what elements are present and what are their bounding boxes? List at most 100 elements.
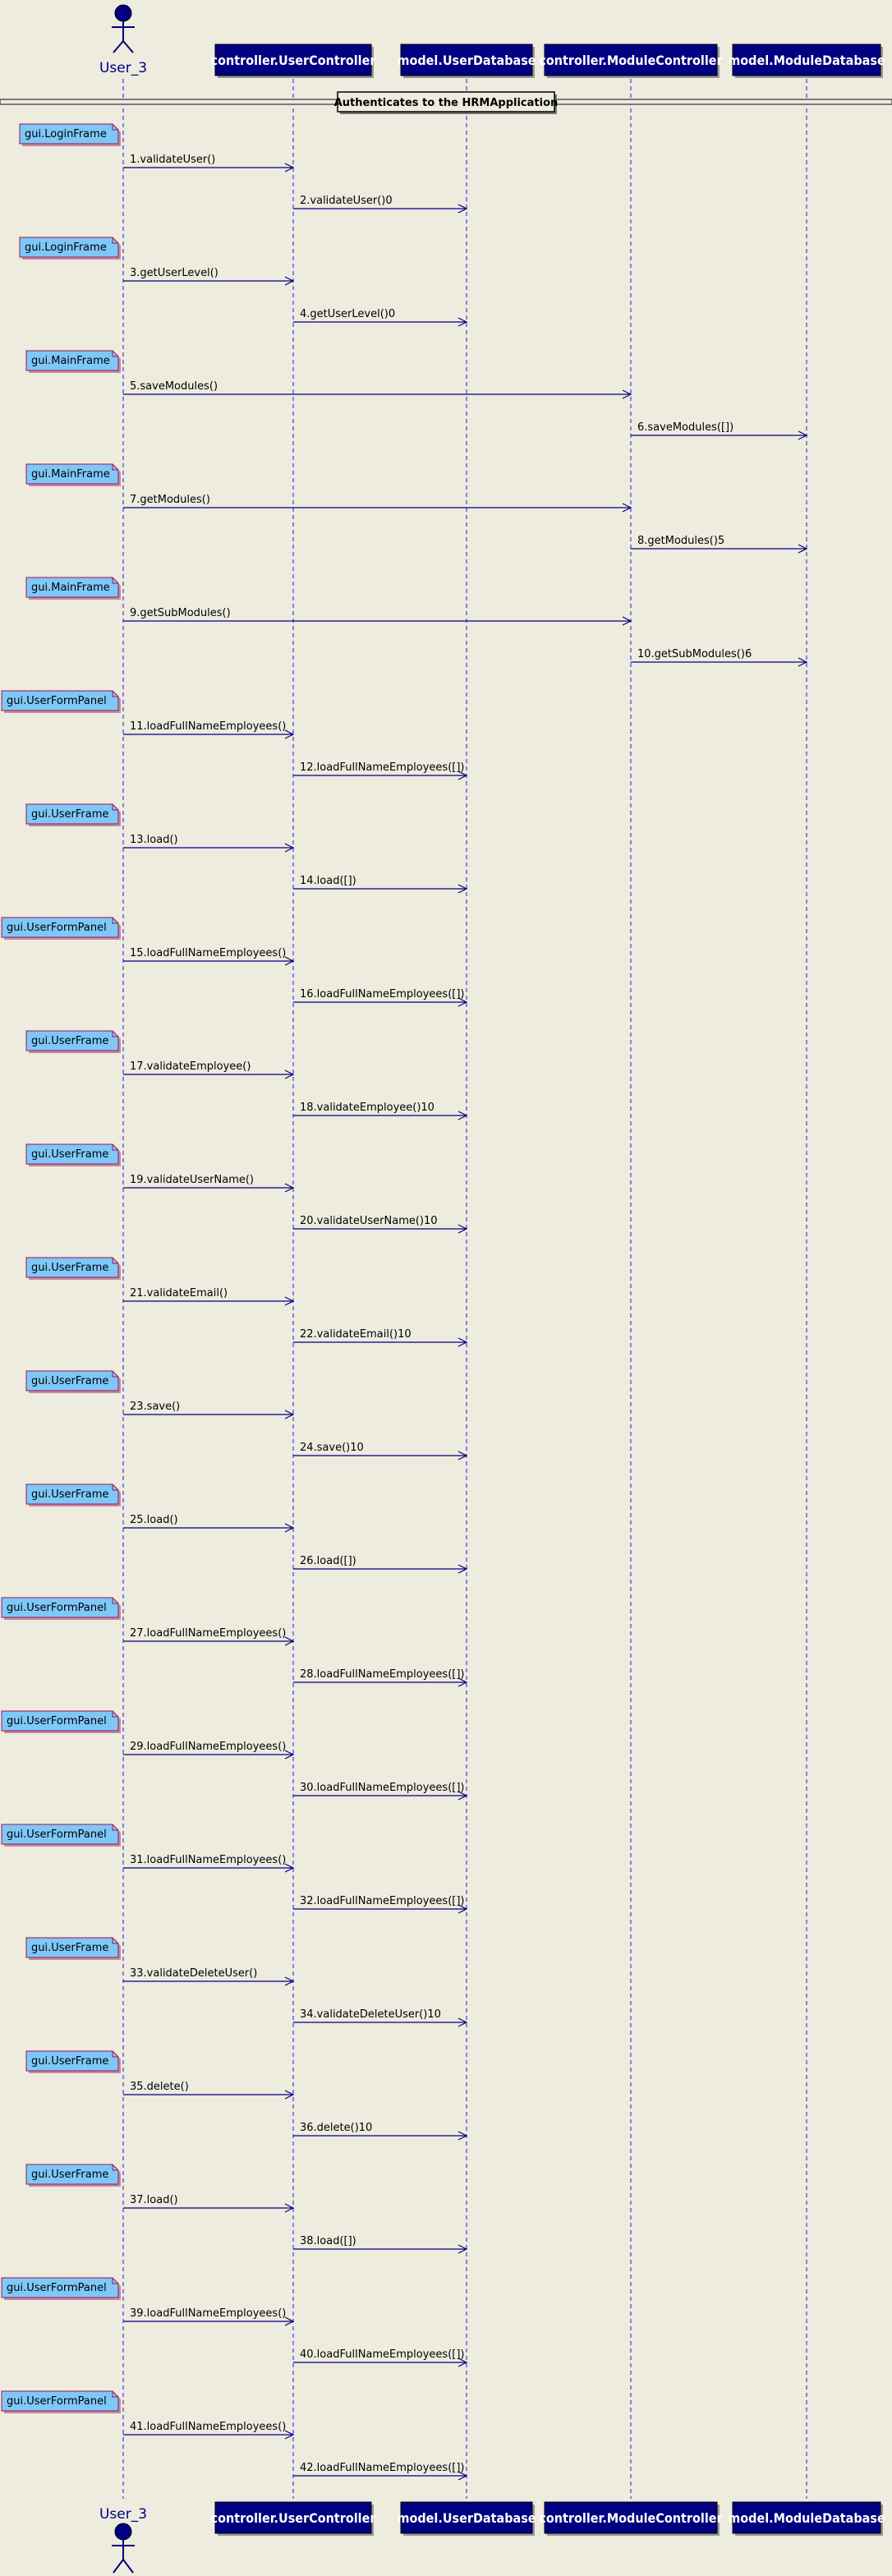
message: 37.load() bbox=[123, 2194, 295, 2213]
arrowhead-icon bbox=[284, 2316, 295, 2326]
message: 5.saveModules() bbox=[123, 380, 632, 399]
note-label: gui.UserFormPanel bbox=[7, 1715, 107, 1727]
message: 15.loadFullNameEmployees() bbox=[123, 947, 295, 966]
message-label: 19.validateUserName() bbox=[130, 1174, 254, 1186]
message: 34.validateDeleteUser()10 bbox=[293, 2008, 468, 2027]
message-label: 26.load([]) bbox=[300, 1555, 356, 1567]
arrowhead-icon bbox=[457, 1337, 468, 1347]
actor-top: User_3 bbox=[99, 4, 147, 76]
message: 14.load([]) bbox=[293, 875, 468, 894]
note: gui.UserFrame bbox=[25, 1370, 121, 1393]
arrowhead-icon bbox=[457, 317, 468, 327]
arrowhead-icon bbox=[457, 1677, 468, 1687]
participant-label: model.ModuleDatabase bbox=[728, 2510, 885, 2526]
note-label: gui.UserFrame bbox=[31, 1375, 108, 1387]
message: 3.getUserLevel() bbox=[123, 267, 295, 286]
note-label: gui.MainFrame bbox=[31, 468, 110, 481]
message: 31.loadFullNameEmployees() bbox=[123, 1854, 295, 1873]
actor-icon bbox=[112, 2523, 135, 2574]
arrowhead-icon bbox=[457, 204, 468, 214]
message: 17.validateEmployee() bbox=[123, 1060, 295, 1079]
arrowhead-icon bbox=[798, 430, 808, 440]
message: 9.getSubModules() bbox=[123, 607, 632, 626]
message: 11.loadFullNameEmployees() bbox=[123, 720, 295, 739]
note-label: gui.MainFrame bbox=[31, 355, 110, 367]
note: gui.MainFrame bbox=[25, 463, 121, 486]
message-label: 42.loadFullNameEmployees([]) bbox=[300, 2462, 464, 2474]
message: 29.loadFullNameEmployees() bbox=[123, 1741, 295, 1760]
message: 7.getModules() bbox=[123, 494, 632, 513]
message-label: 6.saveModules([]) bbox=[637, 421, 733, 434]
message: 19.validateUserName() bbox=[123, 1174, 295, 1193]
note: gui.UserFrame bbox=[25, 1937, 121, 1960]
message: 12.loadFullNameEmployees([]) bbox=[293, 761, 468, 780]
message-label: 14.load([]) bbox=[300, 875, 356, 887]
message-label: 9.getSubModules() bbox=[130, 607, 231, 619]
message: 42.loadFullNameEmployees([]) bbox=[293, 2462, 468, 2481]
note-label: gui.UserFrame bbox=[31, 1262, 108, 1274]
message-label: 18.validateEmployee()10 bbox=[300, 1102, 435, 1114]
message-label: 17.validateEmployee() bbox=[130, 1060, 251, 1073]
note-label: gui.MainFrame bbox=[31, 582, 110, 594]
message-label: 36.delete()10 bbox=[300, 2122, 372, 2134]
divider: Authenticates to the HRMApplication bbox=[0, 91, 892, 114]
actor-icon bbox=[112, 4, 135, 53]
arrowhead-icon bbox=[622, 389, 632, 399]
message-label: 24.save()10 bbox=[300, 1442, 364, 1454]
message-label: 3.getUserLevel() bbox=[130, 267, 218, 279]
message-label: 38.load([]) bbox=[300, 2235, 356, 2247]
message: 26.load([]) bbox=[293, 1555, 468, 1574]
message-label: 33.validateDeleteUser() bbox=[130, 1967, 257, 1980]
arrowhead-icon bbox=[798, 657, 808, 667]
note: gui.UserFrame bbox=[25, 1257, 121, 1280]
note-label: gui.LoginFrame bbox=[25, 128, 107, 140]
note: gui.UserFormPanel bbox=[1, 1597, 121, 1620]
arrowhead-icon bbox=[622, 616, 632, 626]
step: gui.UserFormPanel41.loadFullNameEmployee… bbox=[1, 2390, 468, 2481]
arrowhead-icon bbox=[457, 997, 468, 1007]
participant-label: controller.UserController bbox=[211, 2510, 377, 2526]
message: 30.loadFullNameEmployees([]) bbox=[293, 1782, 468, 1801]
note-label: gui.LoginFrame bbox=[25, 242, 107, 254]
arrowhead-icon bbox=[284, 276, 295, 286]
step: gui.MainFrame7.getModules()8.getModules(… bbox=[25, 463, 808, 554]
message-label: 23.save() bbox=[130, 1401, 180, 1413]
step: gui.UserFormPanel11.loadFullNameEmployee… bbox=[1, 690, 468, 780]
note-label: gui.UserFrame bbox=[31, 1488, 108, 1501]
participant-label: model.UserDatabase bbox=[397, 2510, 536, 2526]
participant-model-moduledatabase-top: model.ModuleDatabase bbox=[728, 44, 885, 78]
message: 10.getSubModules()6 bbox=[631, 648, 808, 667]
step: gui.UserFormPanel15.loadFullNameEmployee… bbox=[1, 917, 468, 1007]
arrowhead-icon bbox=[457, 770, 468, 780]
participant-model-moduledatabase-bottom: model.ModuleDatabase bbox=[728, 2501, 885, 2536]
message-label: 27.loadFullNameEmployees() bbox=[130, 1627, 286, 1640]
note-label: gui.UserFrame bbox=[31, 808, 108, 821]
step: gui.UserFrame 23.save() 24.save()10 bbox=[25, 1370, 468, 1460]
message: 33.validateDeleteUser() bbox=[123, 1967, 295, 1986]
participant-controller-usercontroller-top: controller.UserController bbox=[211, 44, 376, 78]
message: 36.delete()10 bbox=[293, 2122, 468, 2141]
arrowhead-icon bbox=[284, 1750, 295, 1760]
message-label: 31.loadFullNameEmployees() bbox=[130, 1854, 286, 1866]
arrowhead-icon bbox=[457, 2017, 468, 2027]
message-label: 35.delete() bbox=[130, 2081, 189, 2093]
message-label: 20.validateUserName()10 bbox=[300, 1215, 438, 1227]
note-label: gui.UserFrame bbox=[31, 1035, 108, 1047]
message-label: 15.loadFullNameEmployees() bbox=[130, 947, 286, 959]
actor-bottom: User_3 bbox=[99, 2506, 147, 2574]
participant-label: model.ModuleDatabase bbox=[728, 53, 885, 68]
arrowhead-icon bbox=[284, 1863, 295, 1873]
message: 22.validateEmail()10 bbox=[293, 1328, 468, 1347]
step: gui.UserFormPanel 31.loadFullNameEmployee… bbox=[1, 1824, 468, 1914]
message: 25.load() bbox=[123, 1514, 295, 1533]
arrowhead-icon bbox=[284, 2430, 295, 2440]
message: 28.loadFullNameEmployees([]) bbox=[293, 1668, 468, 1687]
arrowhead-icon bbox=[457, 1791, 468, 1801]
message-label: 39.loadFullNameEmployees() bbox=[130, 2307, 286, 2320]
arrowhead-icon bbox=[457, 1111, 468, 1120]
message-label: 12.loadFullNameEmployees([]) bbox=[300, 761, 464, 774]
note-label: gui.UserFormPanel bbox=[7, 1828, 107, 1841]
message-label: 4.getUserLevel()0 bbox=[300, 308, 395, 320]
note: gui.UserFrame bbox=[25, 2050, 121, 2073]
